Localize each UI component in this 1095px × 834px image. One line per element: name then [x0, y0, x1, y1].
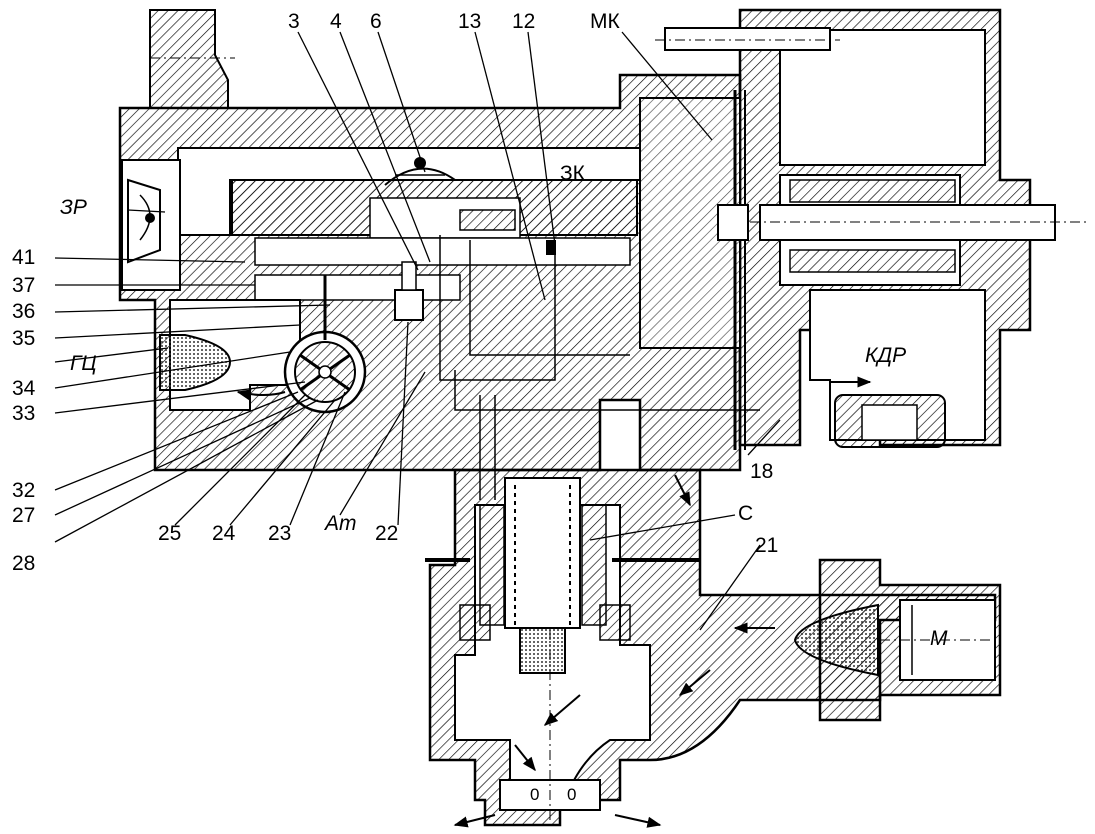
label-12: 12 — [512, 10, 535, 33]
plug-22 — [394, 289, 424, 321]
labels: 3 4 6 13 12 МК ЗК ЗР 41 37 36 35 ГЦ 34 3… — [12, 10, 948, 804]
label-zero-right: 0 — [567, 785, 576, 804]
label-gc: ГЦ — [70, 352, 97, 375]
label-mk: МК — [590, 10, 620, 33]
label-34: 34 — [12, 377, 36, 400]
diaphragm-mk — [639, 90, 749, 450]
filter-gc — [159, 334, 232, 391]
label-27: 27 — [12, 504, 35, 527]
label-35: 35 — [12, 327, 35, 350]
label-18: 18 — [750, 460, 773, 483]
label-37: 37 — [12, 274, 35, 297]
label-3: 3 — [288, 10, 300, 33]
leader-lines — [54, 31, 781, 631]
label-m: М — [930, 627, 948, 650]
label-4: 4 — [330, 10, 342, 33]
label-zero-left: 0 — [530, 785, 539, 804]
right-housing — [655, 8, 1090, 448]
label-21: 21 — [755, 534, 778, 557]
label-22: 22 — [375, 522, 398, 545]
flow-arrows — [453, 376, 872, 828]
label-23: 23 — [268, 522, 291, 545]
label-25: 25 — [158, 522, 181, 545]
label-24: 24 — [212, 522, 236, 545]
label-c: С — [738, 502, 753, 525]
lower-housing — [425, 468, 997, 830]
relief-valve-zr — [121, 159, 181, 291]
label-32: 32 — [12, 479, 35, 502]
plug-23 — [401, 261, 417, 291]
label-13: 13 — [458, 10, 481, 33]
label-33: 33 — [12, 402, 35, 425]
label-at: Ат — [323, 512, 357, 535]
label-6: 6 — [370, 10, 382, 33]
label-41: 41 — [12, 246, 35, 269]
inlet-port-m — [793, 558, 1002, 722]
label-kdr: КДР — [865, 344, 906, 367]
channel-12 — [546, 240, 556, 255]
label-36: 36 — [12, 300, 35, 323]
label-28: 28 — [12, 552, 35, 575]
label-zr: ЗР — [60, 196, 87, 219]
label-zk: ЗК — [560, 162, 586, 185]
